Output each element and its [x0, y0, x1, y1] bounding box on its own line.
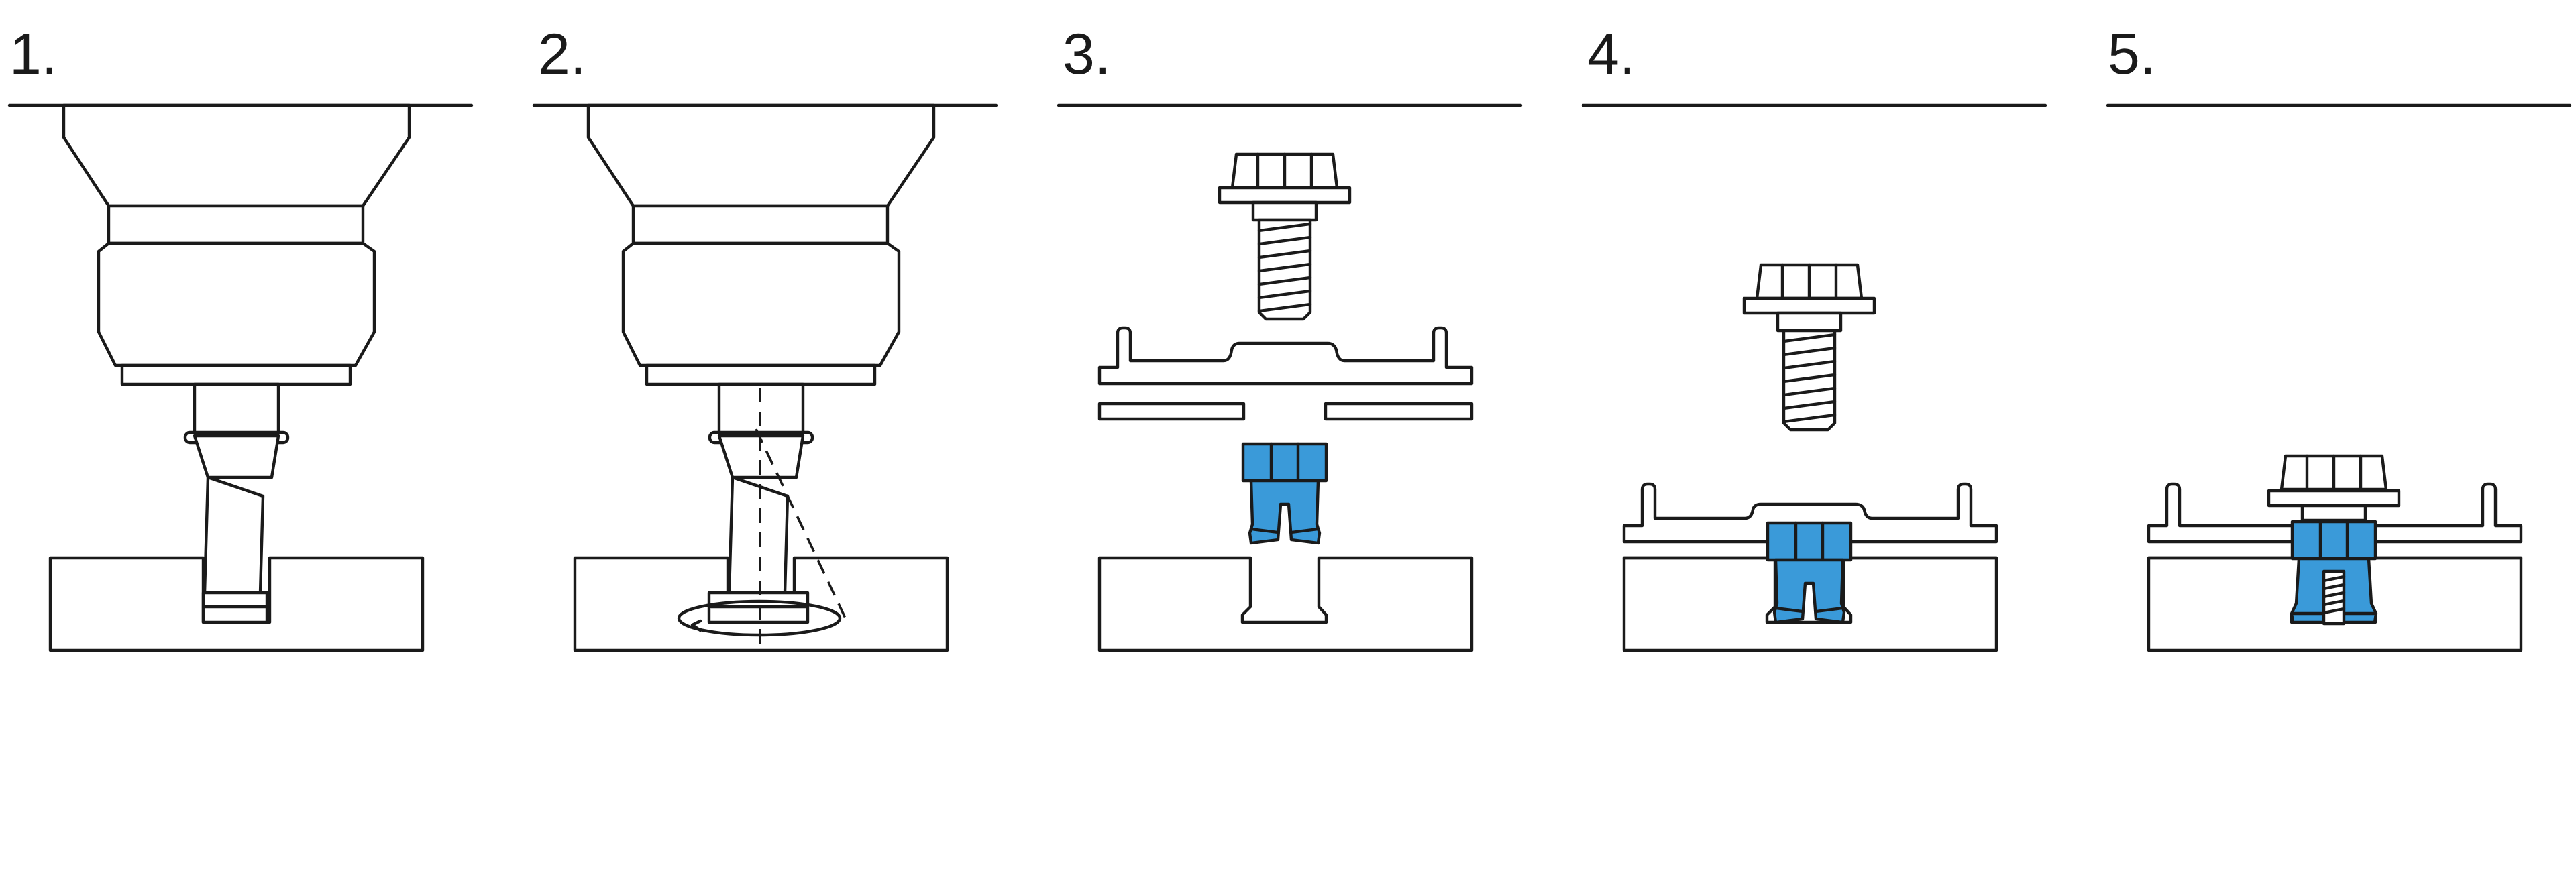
step-5: 5. — [2106, 22, 2572, 652]
pivot-path-icon — [755, 428, 849, 624]
expansion-insert-icon — [1243, 444, 1326, 543]
step-3-number: 3. — [1063, 22, 1111, 86]
mounting-profile-icon — [1097, 326, 1474, 386]
step-4: 4. — [1581, 22, 2047, 652]
drill-chuck-icon — [64, 105, 409, 443]
rotation-arrow-icon — [677, 599, 842, 637]
step-1-number: 1. — [9, 22, 58, 86]
step-drill-bit-icon — [203, 475, 265, 595]
drill-bit-icon — [193, 434, 280, 479]
undercut-block-icon — [1097, 556, 1474, 652]
mounting-profile-icon — [1622, 482, 1998, 544]
expansion-insert-icon — [1768, 523, 1851, 622]
drill-bit-icon — [717, 434, 805, 479]
step-2: 2. — [532, 22, 998, 650]
step-2-number: 2. — [538, 22, 586, 86]
clamp-plate-right-icon — [1324, 402, 1474, 421]
expanded-insert-icon — [2290, 520, 2378, 626]
clamp-plate-left-icon — [1097, 402, 1246, 421]
step-3: 3. — [1057, 22, 1523, 652]
step-drill-bit-icon — [727, 475, 790, 595]
hex-screw-icon — [1744, 265, 1874, 430]
hex-screw-icon — [1220, 154, 1350, 319]
step-4-number: 4. — [1587, 22, 1635, 86]
step-1: 1. — [7, 22, 474, 650]
step-5-number: 5. — [2108, 22, 2156, 86]
fastened-screw-icon — [2267, 454, 2401, 522]
mounting-profile-icon — [2147, 482, 2523, 544]
